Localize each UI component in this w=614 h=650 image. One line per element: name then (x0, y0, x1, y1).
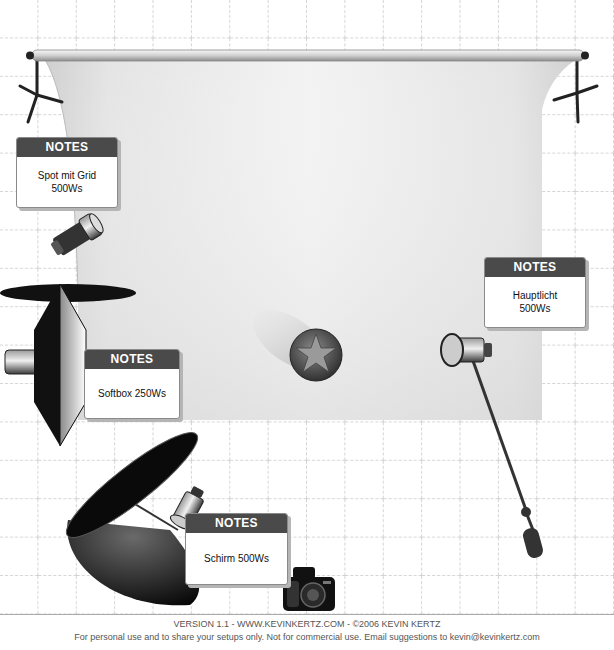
notes-box: NOTESSoftbox 250Ws (84, 349, 180, 419)
notes-heading: NOTES (85, 350, 179, 369)
version-line: VERSION 1.1 - WWW.KEVINKERTZ.COM - ©2006… (0, 619, 614, 630)
notes-text: Schirm 500Ws (186, 533, 287, 584)
notes-box: NOTESSpot mit Grid 500Ws (16, 137, 118, 208)
notes-heading: NOTES (485, 258, 585, 277)
notes-heading: NOTES (17, 138, 117, 157)
notes-box: NOTESSchirm 500Ws (185, 513, 288, 585)
notes-heading: NOTES (186, 514, 287, 533)
notes-text: Spot mit Grid 500Ws (17, 157, 117, 207)
notes-box: NOTESHauptlicht 500Ws (484, 257, 586, 328)
usage-note: For personal use and to share your setup… (0, 632, 614, 643)
notes-text: Softbox 250Ws (85, 369, 179, 418)
notes-text: Hauptlicht 500Ws (485, 277, 585, 327)
